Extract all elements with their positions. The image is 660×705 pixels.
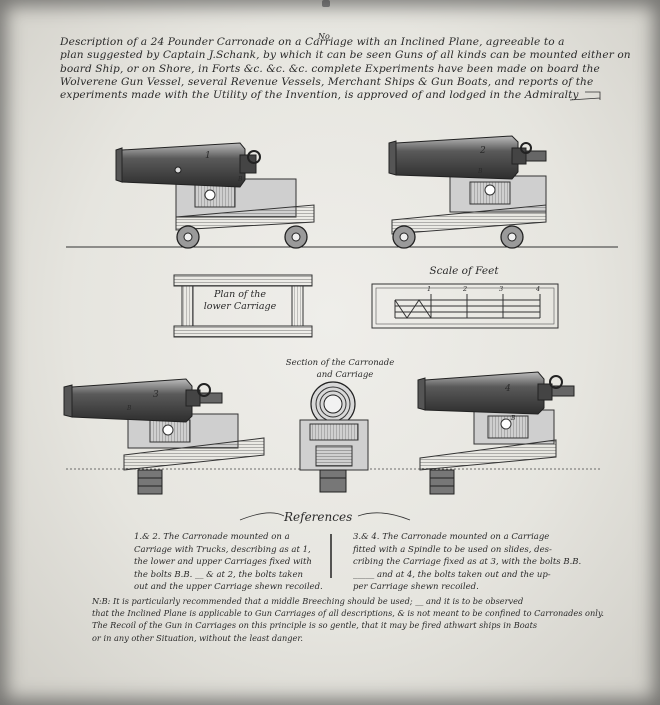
reference-line: Carriage with Trucks, describing as at 1…	[134, 544, 311, 555]
title-line: plan suggested by Captain J.Schank, by w…	[60, 49, 631, 62]
reference-line: fitted with a Spindle to be used on slid…	[353, 544, 552, 555]
note-line: N:B: It is particularly recommended that…	[92, 596, 524, 606]
figure-3-carronade-on-spindle	[63, 378, 265, 495]
plan-label-line: Plan of the	[213, 289, 267, 300]
section-label-line: and Carriage	[316, 370, 374, 380]
reference-line: 1.& 2. The Carronade mounted on a	[134, 532, 290, 542]
section-label-line: Section of the Carronade	[285, 358, 395, 368]
references-flourish	[239, 512, 411, 521]
bolt-mark-b: B	[511, 415, 516, 422]
reference-line: out and the upper Carriage shewn recoile…	[134, 582, 323, 592]
reference-line: 3.& 4. The Carronade mounted on a Carria…	[353, 532, 550, 542]
reference-line: per Carriage shewn recoiled.	[353, 582, 479, 592]
note-line: or in any other Situation, without the l…	[92, 632, 303, 643]
reference-line: the bolts B.B. __ & at 2, the bolts take…	[134, 569, 303, 580]
note-line: that the Inclined Plane is applicable to…	[92, 608, 605, 619]
note-line: The Recoil of the Gun in Carriages on th…	[92, 620, 538, 631]
plan-label: Plan of the lower Carriage	[200, 289, 280, 313]
title-line: board Ship, or on Shore, in Forts &c. &c…	[60, 62, 600, 75]
figure-number-4: 4	[505, 384, 511, 394]
figure-number-2: 2	[480, 146, 486, 156]
reference-line: _____ and at 4, the bolts taken out and …	[353, 569, 551, 580]
references-left-column: 1.& 2. The Carronade mounted on a Carria…	[134, 531, 323, 594]
title-line: Description of a 24 Pounder Carronade on…	[60, 36, 565, 48]
bolt-mark-b: B	[127, 405, 132, 412]
figure-number-1: 1	[205, 151, 211, 161]
figure-number-3: 3	[153, 390, 159, 400]
section-label: Section of the Carronade and Carriage	[270, 357, 410, 381]
bolt-mark-b: B	[478, 168, 483, 175]
title-number-mark: No	[318, 32, 330, 41]
reference-line: cribing the Carriage fixed as at 3, with…	[353, 557, 582, 567]
scale-tick-label: 3	[499, 285, 504, 293]
scale-tick-label: 1	[427, 285, 432, 293]
scale-title: Scale of Feet	[429, 265, 499, 277]
figure-1-carronade-on-trucks	[115, 142, 315, 249]
section-carronade-carriage	[299, 381, 369, 493]
title-line: experiments made with the Utility of the…	[60, 89, 579, 102]
title-block: Description of a 24 Pounder Carronade on…	[60, 36, 631, 102]
scale-tick-label: 2	[463, 285, 468, 293]
plan-lower-carriage	[173, 274, 313, 338]
note-block: N:B: It is particularly recommended that…	[92, 595, 604, 644]
bolt-mark-b: B	[238, 176, 243, 183]
figure-2-carronade-recoiled	[388, 135, 547, 249]
reference-line: the lower and upper Carriages fixed with	[134, 557, 312, 567]
references-heading: References	[284, 510, 353, 524]
scale-of-feet	[371, 283, 559, 329]
plan-label-line: lower Carriage	[203, 301, 277, 312]
mounting-tab	[322, 0, 330, 7]
title-flourish	[569, 91, 601, 101]
references-right-column: 3.& 4. The Carronade mounted on a Carria…	[353, 531, 581, 594]
scale-tick-label: 4	[536, 285, 541, 293]
title-line: Wolverene Gun Vessel, several Revenue Ve…	[60, 75, 594, 88]
figure-4-carronade-recoiled-on-spindle	[417, 371, 575, 495]
